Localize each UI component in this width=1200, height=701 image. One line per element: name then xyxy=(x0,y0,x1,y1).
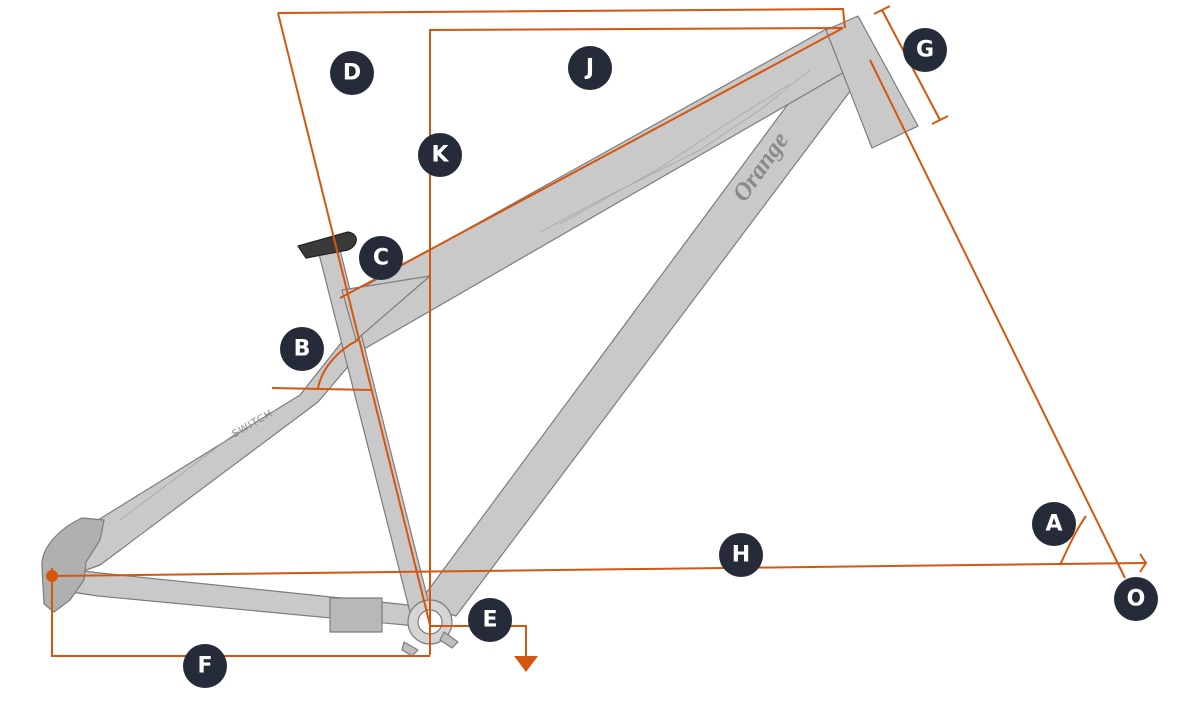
badge-h: H xyxy=(719,533,763,577)
badge-b: B xyxy=(280,327,324,371)
dim-a-line xyxy=(869,59,1126,579)
dim-c-line xyxy=(339,27,844,299)
badge-f: F xyxy=(183,644,227,688)
dim-b-base xyxy=(271,387,373,391)
label-j: J xyxy=(584,56,594,81)
badge-c: C xyxy=(359,236,403,280)
dimension-lines xyxy=(51,5,1148,658)
rear-axle-marker xyxy=(46,570,58,582)
dim-h-line xyxy=(51,562,1147,577)
frame-graphics xyxy=(119,69,811,521)
gusset xyxy=(341,275,431,341)
badge-g: G xyxy=(903,28,947,72)
label-c: C xyxy=(373,246,389,271)
dim-h-endcap xyxy=(1139,553,1148,573)
badge-d: D xyxy=(330,51,374,95)
label-e: E xyxy=(482,608,497,633)
label-a: A xyxy=(1045,512,1062,537)
label-k: K xyxy=(431,143,449,168)
chainstay-yoke xyxy=(329,597,383,633)
label-f: F xyxy=(197,654,212,679)
badge-k: K xyxy=(418,133,462,177)
dim-d-slope xyxy=(277,12,431,626)
badge-j: J xyxy=(568,46,612,90)
dim-j-line xyxy=(429,27,844,655)
dim-d-line xyxy=(277,7,846,29)
badge-a: A xyxy=(1032,502,1076,546)
rear-dropout xyxy=(41,517,105,613)
seat-clamp xyxy=(297,231,357,259)
label-h: H xyxy=(732,543,750,568)
badge-o: O xyxy=(1114,577,1158,621)
label-b: B xyxy=(294,337,311,362)
badge-e: E xyxy=(468,598,512,642)
dim-f-line xyxy=(51,568,430,657)
label-o: O xyxy=(1127,587,1146,612)
dim-a-arc xyxy=(1059,515,1087,566)
seat-stay xyxy=(61,337,363,576)
dim-e-line xyxy=(430,625,527,658)
dim-b-arc xyxy=(317,339,359,389)
label-d: D xyxy=(343,61,361,86)
arrow-down-icon xyxy=(514,656,538,672)
bike-frame xyxy=(41,15,919,657)
label-g: G xyxy=(916,38,934,63)
head-tube xyxy=(825,15,919,149)
